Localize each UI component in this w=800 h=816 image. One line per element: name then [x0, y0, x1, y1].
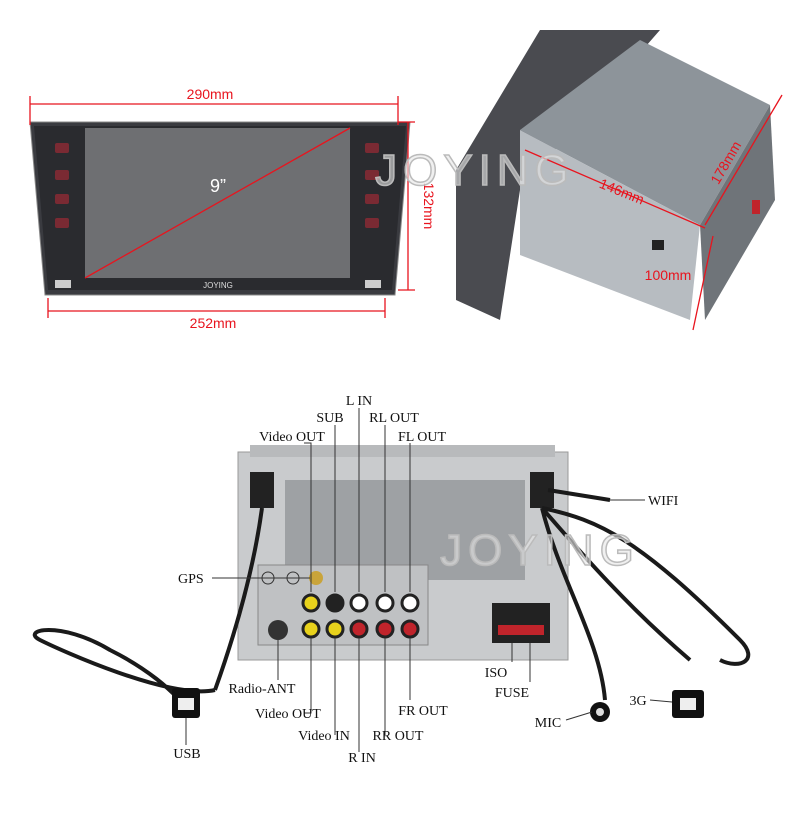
side-width-line: [704, 94, 783, 226]
label-fr-out: FR OUT: [398, 704, 448, 719]
label-video-out-bottom: Video OUT: [255, 707, 321, 722]
height-label: 132mm: [421, 183, 437, 230]
iso-connector: [492, 603, 550, 643]
rear-unit: [237, 445, 569, 661]
label-mic: MIC: [535, 716, 561, 731]
cables: [32, 488, 751, 702]
label-fuse: FUSE: [495, 686, 529, 701]
label-3g: 3G: [629, 694, 646, 709]
label-usb: USB: [173, 747, 200, 762]
label-wifi: WIFI: [648, 494, 679, 509]
svg-text:JOYING: JOYING: [375, 146, 575, 195]
label-l-in: L IN: [346, 394, 372, 409]
watermark-top: JOYING: [375, 146, 575, 195]
label-rr-out: RR OUT: [373, 729, 424, 744]
side-buttons: [55, 143, 379, 228]
side-height-label: 100mm: [645, 267, 692, 283]
label-video-out-top: Video OUT: [259, 430, 325, 445]
rca-jacks: [301, 593, 420, 639]
label-r-in: R IN: [348, 751, 376, 766]
label-fl-out: FL OUT: [398, 430, 447, 445]
watermark-bottom: JOYING: [440, 526, 640, 575]
label-gps: GPS: [178, 572, 204, 587]
width-bottom-label: 252mm: [190, 315, 237, 331]
label-sub: SUB: [316, 411, 343, 426]
gps-connector: [309, 571, 323, 585]
side-chassis: [456, 30, 775, 320]
wifi-antenna-port-left: [250, 472, 274, 508]
usb-port-front: [55, 280, 71, 288]
diagonal-label: 9”: [210, 176, 226, 196]
depth-line: [524, 149, 706, 229]
side-height-line: [692, 235, 714, 331]
diagonal-line: [84, 127, 351, 279]
svg-text:JOYING: JOYING: [440, 526, 640, 575]
fuse: [498, 625, 544, 635]
rear-labels: L IN SUB RL OUT Video OUT FL OUT WIFI GP…: [173, 394, 678, 766]
label-video-in: Video IN: [298, 729, 350, 744]
radio-ant-connector: [268, 620, 288, 640]
front-panel: JOYING: [29, 121, 411, 296]
label-radio-ant: Radio-ANT: [229, 682, 296, 697]
width-top-label: 290mm: [187, 86, 234, 102]
label-iso: ISO: [485, 666, 508, 681]
sd-slot-front: [365, 280, 381, 288]
front-brand: JOYING: [203, 281, 233, 290]
label-rl-out: RL OUT: [369, 411, 419, 426]
